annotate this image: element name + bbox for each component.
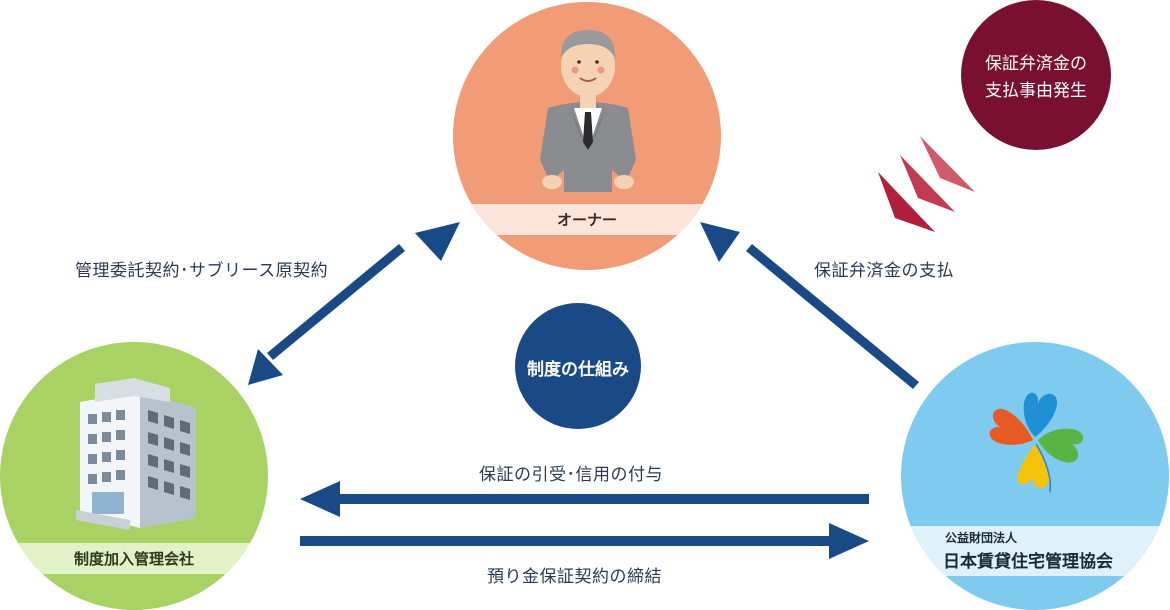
association-label-small: 公益財団法人 [945, 531, 1018, 545]
owner-label-band [453, 204, 721, 235]
event-badge-line1: 保証弁済金の [985, 54, 1087, 74]
arrow-owner-management [248, 222, 460, 385]
office-building-icon [76, 378, 196, 530]
management-company-label: 制度加入管理会社 [73, 550, 194, 568]
businessman-icon [540, 30, 636, 192]
arrow-association-owner [700, 222, 919, 389]
arrow-association-to-management [300, 481, 869, 517]
alert-signal-icon [878, 136, 975, 232]
event-badge-line2: 支払事由発生 [985, 81, 1087, 101]
arrow-management-to-association [300, 523, 869, 559]
edge-label-owner-management: 管理委託契約･サブリース原契約 [75, 261, 329, 281]
association-node [901, 342, 1169, 610]
owner-label: オーナー [556, 211, 617, 229]
edge-label-association-to-management: 保証の引受･信用の付与 [479, 465, 663, 485]
management-label-band [0, 543, 268, 574]
clover-logo-icon [989, 392, 1084, 493]
owner-node [453, 2, 721, 270]
center-label: 制度の仕組み [527, 360, 629, 380]
association-label-band [901, 526, 1169, 576]
event-badge-circle [961, 0, 1111, 150]
edge-label-management-to-association: 預り金保証契約の締結 [487, 567, 662, 587]
edge-label-association-owner: 保証弁済金の支払 [814, 261, 954, 281]
management-company-node [0, 342, 268, 610]
center-circle [515, 303, 641, 429]
association-label-main: 日本賃貸住宅管理協会 [943, 552, 1113, 572]
